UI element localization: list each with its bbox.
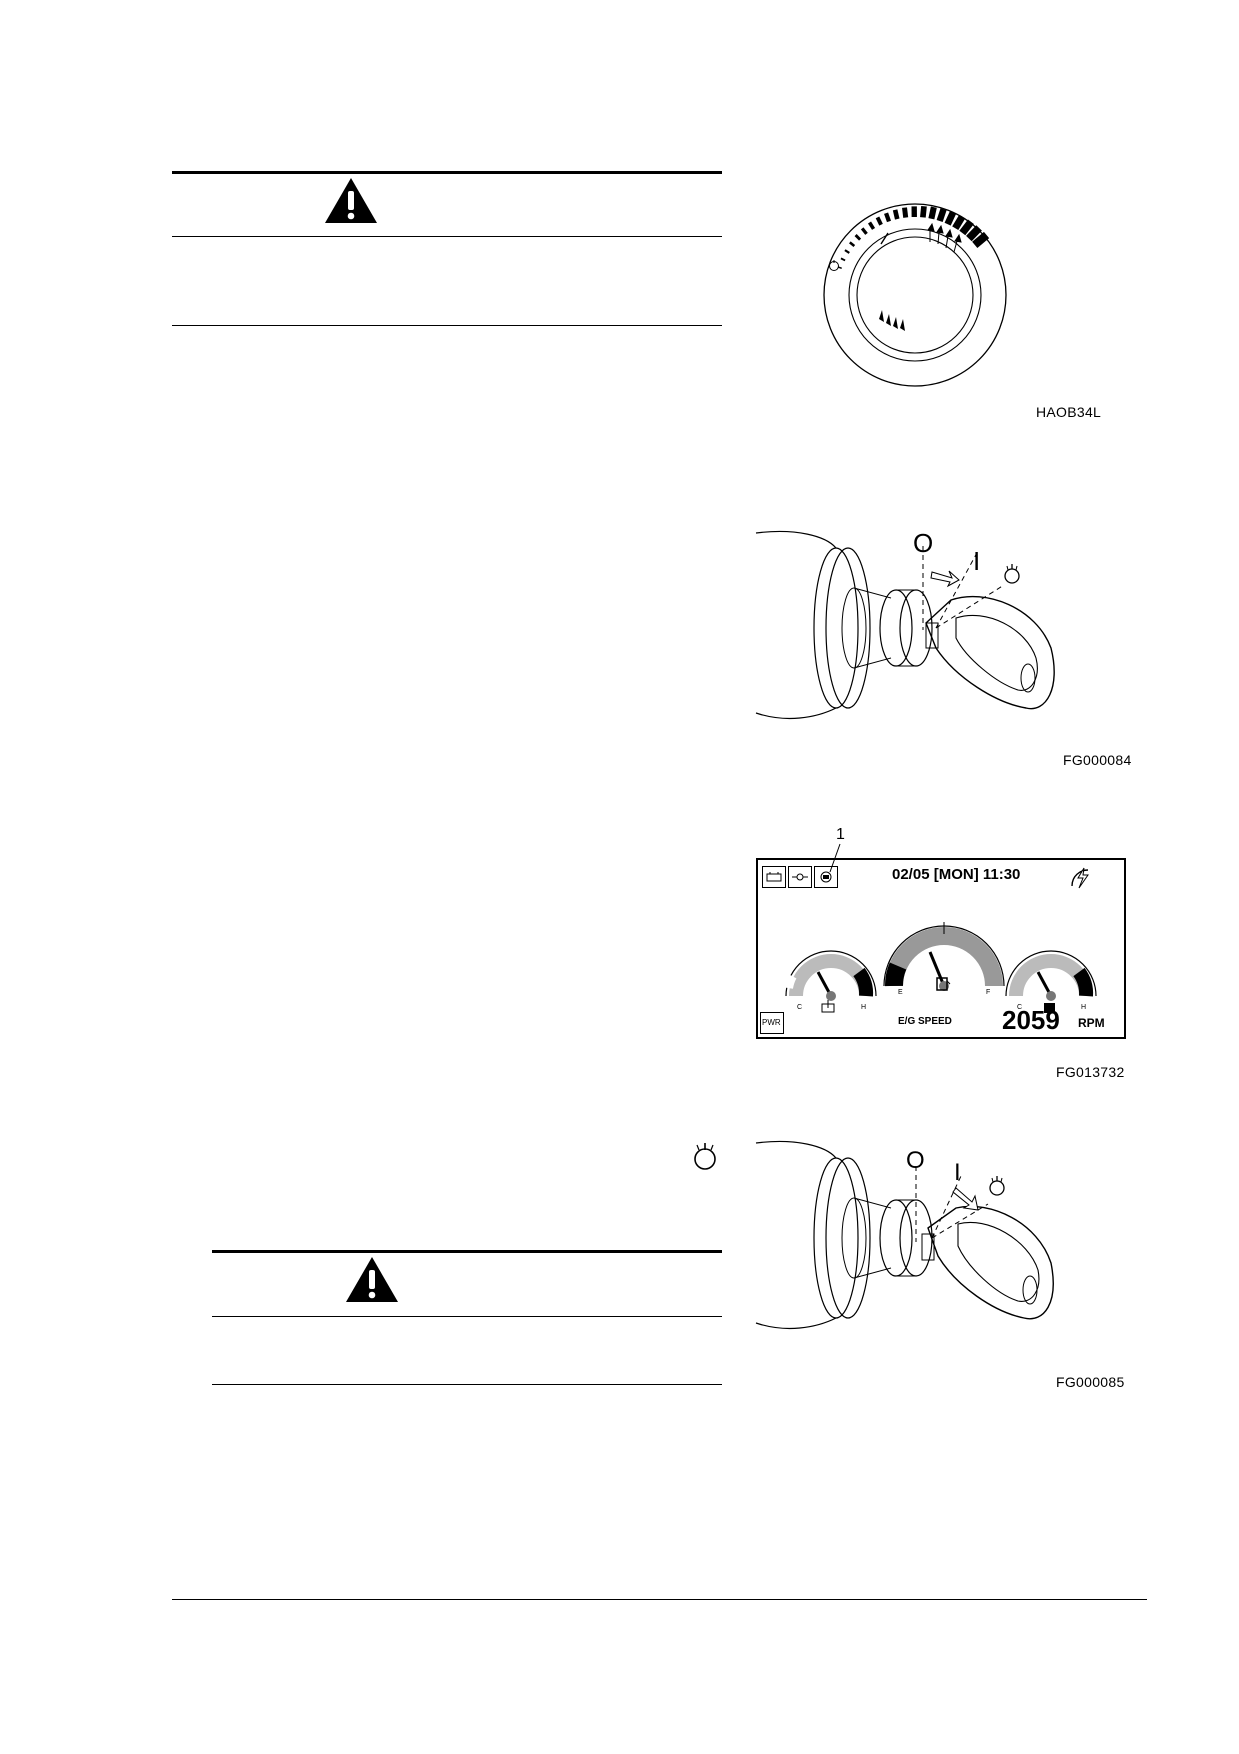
dial-tick — [920, 205, 927, 218]
dial-tick — [875, 216, 883, 226]
dial-tick — [902, 207, 909, 218]
dial-scale-ticks — [837, 205, 990, 270]
warning-box-1-mid-rule — [172, 236, 722, 237]
figure-4-caption: FG000085 — [1056, 1374, 1125, 1390]
dial-arrows-lower — [879, 310, 905, 331]
battery-indicator-icon — [762, 866, 786, 888]
key-switch-figure-off-to-on: O I — [755, 528, 1055, 720]
fuel-icon — [936, 977, 951, 991]
engine-check-indicator-icon — [814, 866, 838, 888]
dial-tick — [884, 212, 892, 223]
position-label-on: I — [954, 1159, 961, 1186]
power-mode-label: PWR — [762, 1018, 781, 1027]
footer-rule — [172, 1599, 1147, 1600]
start-position-icon — [1004, 564, 1020, 584]
coolant-temp-gauge — [783, 950, 877, 1001]
dial-tick — [944, 210, 957, 226]
warning-box-2-bottom-rule — [212, 1384, 722, 1385]
start-position-icon — [694, 1143, 716, 1170]
engine-speed-unit: RPM — [1078, 1016, 1105, 1030]
start-position-icon — [989, 1176, 1005, 1196]
oil-min-label: C — [1017, 1004, 1022, 1011]
dial-tick — [936, 208, 947, 223]
monitor-display: 02/05 [MON] 11:30 — [756, 858, 1126, 1039]
gauges-panel: C H E F C H — [783, 922, 1097, 1013]
dial-tick — [840, 257, 846, 262]
dial-tick — [966, 225, 982, 242]
date-time-display: 02/05 [MON] 11:30 — [892, 866, 1021, 883]
dial-tick — [860, 227, 868, 235]
fuel-max-label: F — [986, 989, 990, 996]
dial-start-symbol — [829, 260, 839, 271]
dial-tick — [972, 231, 990, 248]
preheat-indicator-icon — [788, 866, 812, 888]
dial-tick — [867, 221, 876, 230]
engine-speed-value: 2059 — [1002, 1005, 1060, 1035]
key-switch-figure-on-to-start: O I — [755, 1140, 1054, 1330]
callout-1: 1 — [836, 826, 845, 843]
dial-tick — [854, 234, 862, 241]
dial-figure — [823, 203, 1007, 387]
warning-box-1-bottom-rule — [172, 325, 722, 326]
warning-triangle-icon — [346, 1257, 398, 1302]
dial-tick — [892, 209, 900, 220]
dial-arrows-upper — [927, 222, 962, 253]
position-label-off: O — [913, 528, 933, 558]
dial-tick — [928, 206, 937, 220]
hydraulic-oil-temp-gauge — [1005, 950, 1097, 1001]
warning-box-2-mid-rule — [212, 1316, 722, 1317]
dial-tick — [849, 241, 856, 247]
figure-3-caption: FG013732 — [1056, 1064, 1125, 1080]
position-label-on: I — [973, 546, 980, 576]
temp-max-label: H — [861, 1004, 866, 1011]
warning-triangle-icon — [325, 178, 377, 223]
figure-1-caption: HAOB34L — [1036, 404, 1102, 420]
fuel-gauge — [883, 922, 1005, 991]
dial-tick — [952, 214, 966, 231]
dial-tick — [844, 249, 850, 254]
coolant-temp-icon — [821, 1000, 835, 1013]
fuel-min-label: E — [898, 989, 903, 996]
oil-max-label: H — [1081, 1004, 1086, 1011]
power-mode-icon — [1071, 867, 1089, 889]
warning-box-1-top-rule — [172, 171, 722, 174]
power-mode-badge: PWR — [760, 1012, 784, 1034]
figure-2-caption: FG000084 — [1063, 752, 1132, 768]
position-label-off: O — [906, 1147, 925, 1174]
temp-min-label: C — [797, 1004, 802, 1011]
oil-temp-icon — [1044, 1003, 1055, 1013]
warning-box-2-top-rule — [212, 1250, 722, 1253]
dial-tick — [959, 219, 974, 236]
engine-speed-label: E/G SPEED — [898, 1016, 952, 1027]
